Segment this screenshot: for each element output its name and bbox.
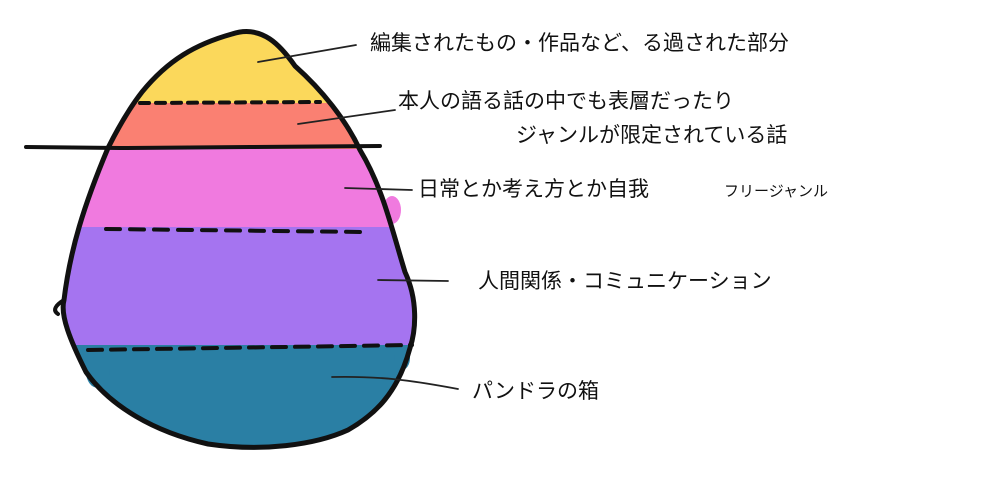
label-surface-talk-line2: ジャンルが限定されている話 <box>516 123 787 147</box>
band-relations <box>63 227 415 349</box>
label-surface-talk-line1: 本人の語る話の中でも表層だったり <box>398 89 734 113</box>
dashed-divider-1 <box>138 100 322 105</box>
layer-dividers <box>86 100 414 352</box>
leader-line-tip <box>257 44 357 63</box>
leader-lines <box>257 44 459 390</box>
dashed-divider-3 <box>86 343 414 352</box>
band-surface-talk <box>63 103 415 151</box>
leader-line-daily <box>344 187 413 191</box>
label-daily: 日常とか考え方とか自我 <box>418 177 649 201</box>
label-pandora: パンドラの箱 <box>472 379 599 403</box>
label-relations: 人間関係・コミュニケーション <box>478 269 772 293</box>
leader-line-pandora <box>331 375 459 390</box>
dashed-divider-2 <box>104 227 367 234</box>
waterline <box>24 144 382 151</box>
label-daily-extra: フリージャンル <box>724 182 828 200</box>
leader-line-relations <box>377 279 449 282</box>
label-tip: 編集されたもの・作品など、る過された部分 <box>370 31 789 55</box>
leader-line-surface-talk <box>297 109 396 125</box>
iceberg-bands <box>63 31 415 448</box>
outline-notch <box>53 298 66 316</box>
